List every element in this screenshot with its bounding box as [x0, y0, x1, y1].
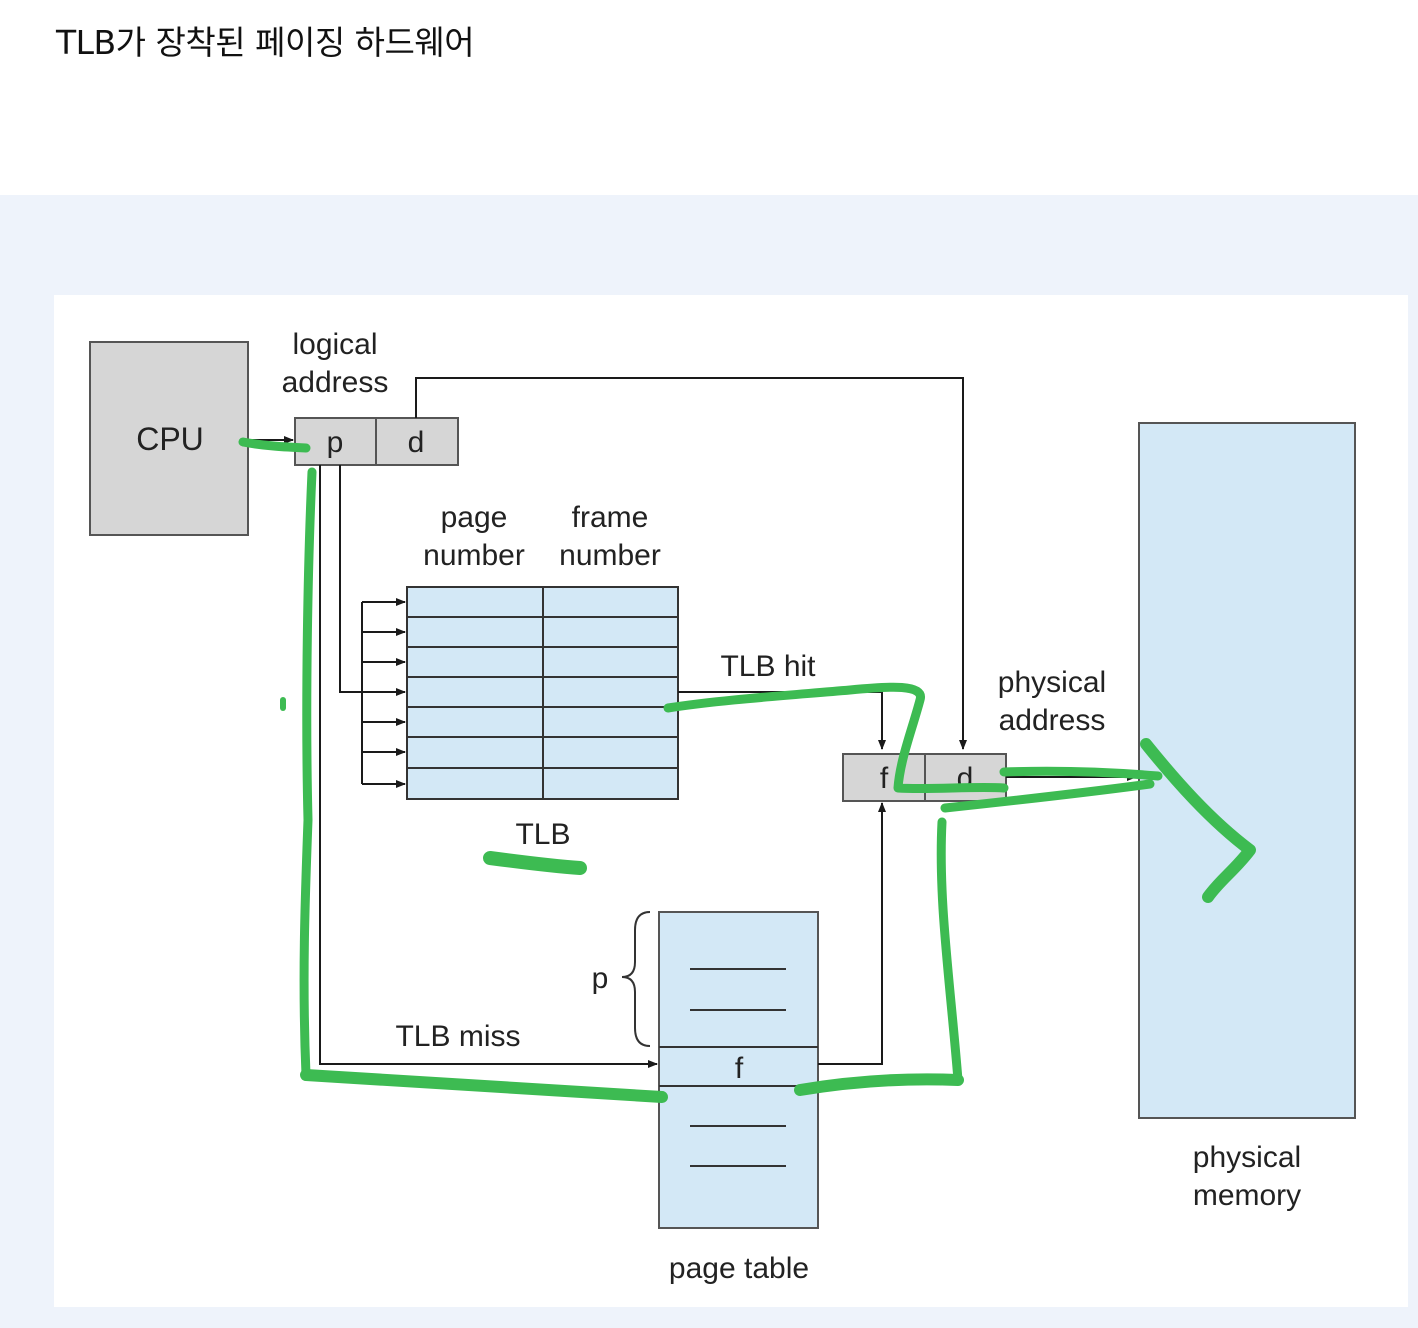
- physical-address-label-line1: physical: [998, 666, 1106, 699]
- tlb-row-lines: [407, 616, 678, 769]
- tlb-search-arrows: [362, 598, 406, 788]
- tlb-col1-header-line2: number: [423, 539, 525, 572]
- page-table-brace: [621, 911, 651, 1047]
- page-table-caption: page table: [669, 1252, 809, 1285]
- page-table-f-entry: f: [735, 1052, 744, 1085]
- physical-memory-label-line2: memory: [1193, 1179, 1301, 1212]
- highlight-tlb-hit: [663, 682, 1009, 794]
- physical-memory-label-line1: physical: [1193, 1141, 1301, 1174]
- logical-address-label-line1: logical: [292, 328, 377, 361]
- highlight-memory-arrowhead: [1140, 738, 1256, 903]
- physical-f-field: f: [880, 762, 889, 795]
- tlb-miss-label: TLB miss: [395, 1020, 520, 1053]
- highlight-to-memory: [999, 766, 1163, 781]
- page-table-row-marks: [690, 968, 786, 1167]
- tlb-col1-header-line1: page: [441, 501, 508, 534]
- highlight-miss-horizontal: [300, 1069, 668, 1103]
- highlight-miss-vertical: [299, 467, 317, 1080]
- highlight-annotations: [238, 437, 1256, 1103]
- highlight-page-table-f: [794, 1073, 964, 1096]
- physical-address-label-line2: address: [999, 704, 1106, 737]
- tlb-hit-label: TLB hit: [720, 650, 816, 683]
- page-title: TLB가 장착된 페이징 하드웨어: [56, 23, 475, 62]
- tlb-miss-line: [319, 465, 658, 1068]
- tlb-col2-header-line1: frame: [572, 501, 649, 534]
- logical-p-field: p: [327, 426, 344, 459]
- tlb-col2-header-line2: number: [559, 539, 661, 572]
- page-table: [658, 911, 819, 1229]
- cpu-label: CPU: [136, 421, 204, 457]
- tlb-caption: TLB: [515, 818, 570, 851]
- logical-address-label-line2: address: [282, 366, 389, 399]
- highlight-under-tlb: [483, 851, 587, 875]
- page-table-p-label: p: [592, 962, 609, 995]
- page-table-to-physical-line: [818, 802, 886, 1065]
- highlight-cpu-to-p: [238, 437, 311, 453]
- highlight-right-vertical: [936, 817, 963, 1085]
- p-to-tlb-line: [339, 465, 362, 693]
- logical-d-field: d: [408, 426, 425, 459]
- offset-route-line: [415, 377, 967, 750]
- highlight-d-down: [940, 779, 1155, 813]
